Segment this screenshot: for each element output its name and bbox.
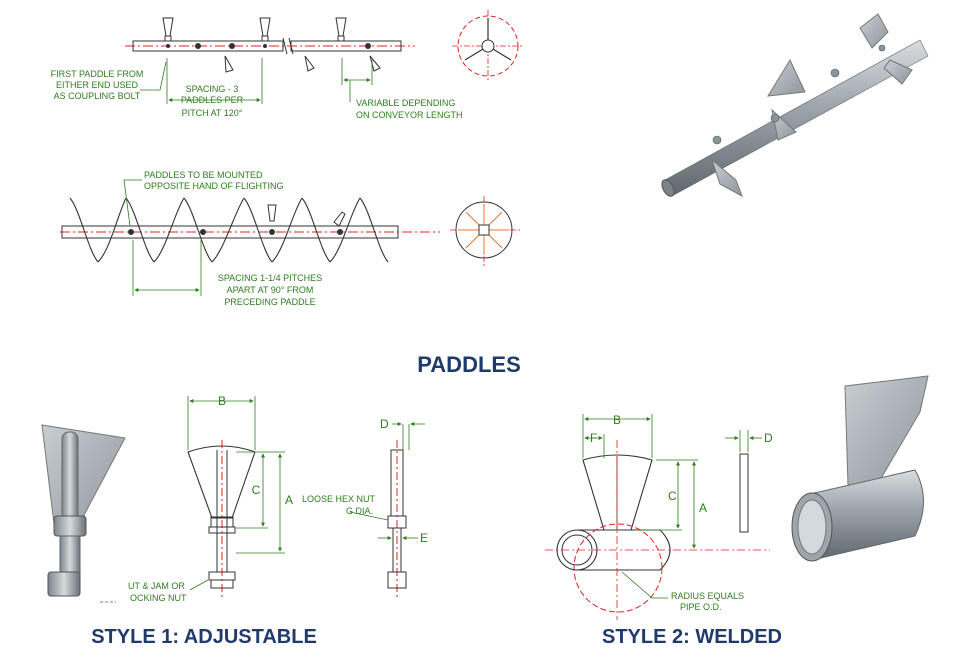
note-jam-2: OCKING NUT (130, 593, 187, 603)
top-end-view (452, 10, 524, 82)
style1-title: STYLE 1: ADJUSTABLE (91, 626, 317, 648)
note-first-paddle-3: AS COUPLING BOLT (54, 91, 141, 101)
note-mount-2: OPPOSITE HAND OF FLIGHTING (144, 181, 284, 191)
middle-screw-drawing (60, 179, 440, 296)
note-spacing-2: APART AT 90° FROM (227, 285, 314, 295)
style2-dim-d: D (764, 431, 773, 445)
note-first-paddle-1: FIRST PADDLE FROM (51, 69, 144, 79)
top-shaft-notes: FIRST PADDLE FROM EITHER END USED AS COU… (51, 69, 463, 120)
top-shaft-drawing (125, 17, 415, 104)
style2-labels: B F C A D RADIUS EQUALS PIPE O.D. (590, 413, 773, 612)
section-title: PADDLES (417, 352, 521, 377)
style1-labels: B C A D E LOOSE HEX NUT G DIA. UT & JAM … (128, 394, 428, 603)
style1-dim-c: C (252, 483, 261, 497)
style2-title: STYLE 2: WELDED (602, 626, 782, 648)
note-jam-1: UT & JAM OR (128, 581, 185, 591)
note-radius-1: RADIUS EQUALS (671, 591, 744, 601)
note-hex-1: LOOSE HEX NUT (302, 494, 376, 504)
style2-drawing (545, 414, 770, 620)
note-spacing3-2: PADDLES PER (181, 95, 244, 105)
style2-dim-f: F (590, 431, 597, 445)
style1-drawing (100, 396, 425, 603)
note-spacing3-3: PITCH AT 120° (182, 108, 243, 118)
style1-dim-b: B (218, 394, 226, 408)
style2-render (791, 375, 929, 562)
style2-dim-b: B (613, 413, 621, 427)
middle-screw-notes: PADDLES TO BE MOUNTED OPPOSITE HAND OF F… (144, 170, 322, 307)
note-spacing-1: SPACING 1-1/4 PITCHES (218, 273, 322, 283)
paddle-shaft-render (661, 13, 929, 198)
note-radius-2: PIPE O.D. (680, 602, 722, 612)
note-first-paddle-2: EITHER END USED (56, 80, 139, 90)
note-spacing3-1: SPACING - 3 (186, 84, 239, 94)
style1-dim-a: A (285, 493, 293, 507)
style1-dim-d: D (380, 417, 389, 431)
middle-end-view (450, 196, 520, 266)
style2-dim-c: C (668, 489, 677, 503)
style1-render (41, 424, 126, 597)
note-hex-2: G DIA. (346, 506, 373, 516)
note-mount-1: PADDLES TO BE MOUNTED (144, 170, 263, 180)
note-variable-2: ON CONVEYOR LENGTH (356, 110, 463, 120)
style2-dim-a: A (699, 501, 707, 515)
note-variable-1: VARIABLE DEPENDING (356, 98, 455, 108)
style1-dim-e: E (420, 531, 428, 545)
note-spacing-3: PRECEDING PADDLE (224, 297, 315, 307)
